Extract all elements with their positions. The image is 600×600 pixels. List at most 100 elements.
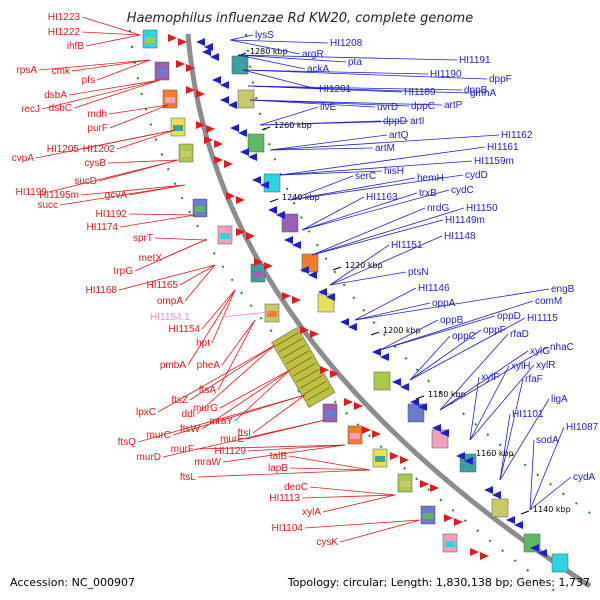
gene-label-rfad[interactable]: rfaD	[510, 329, 529, 340]
gene-label-hi1199[interactable]: HI1199	[15, 187, 47, 198]
gene-label-arti[interactable]: artI	[410, 116, 424, 127]
gene-label-ftsz[interactable]: ftsZ	[171, 395, 188, 406]
gene-label-ompa[interactable]: ompA	[157, 296, 183, 307]
gene-label-lyss[interactable]: lysS	[255, 30, 274, 41]
gene-label-talb[interactable]: talB	[270, 451, 288, 462]
gene-label-hi1148[interactable]: HI1148	[444, 231, 476, 242]
gene-label-gmha[interactable]: gmhA	[470, 88, 496, 99]
gene-label-murd[interactable]: murD	[137, 452, 161, 463]
gene-label-hi1101[interactable]: HI1101	[512, 409, 544, 420]
gene-label-cydc[interactable]: cydC	[451, 185, 474, 196]
gene-label-oppd[interactable]: oppD	[497, 311, 521, 322]
gene-label-hi1223[interactable]: HI1223	[48, 12, 81, 23]
gene-label-hi1154-1[interactable]: HI1154.1	[150, 312, 190, 323]
gene-label-pmba[interactable]: pmbA	[160, 360, 186, 371]
gene-label-murf[interactable]: murF	[171, 444, 194, 455]
gene-label-cysk[interactable]: cysK	[316, 537, 338, 548]
gene-label-hi1151[interactable]: HI1151	[391, 240, 423, 251]
gene-label-mdh[interactable]: mdh	[88, 109, 107, 120]
gene-label-hi1202[interactable]: HI1202	[83, 144, 116, 155]
gene-label-dppd[interactable]: dppD	[383, 116, 407, 127]
gene-label-hi1162[interactable]: HI1162	[501, 130, 533, 141]
gene-label-xylf[interactable]: xylF	[481, 372, 499, 383]
gene-label-ddl[interactable]: ddl	[182, 409, 195, 420]
gene-label-rfaf[interactable]: rfaF	[525, 374, 543, 385]
gene-label-hi1174[interactable]: HI1174	[86, 222, 118, 233]
gene-label-artq[interactable]: artQ	[389, 130, 409, 141]
gene-label-hi1189[interactable]: HI1189	[404, 87, 436, 98]
gene-label-ftsl[interactable]: ftsL	[180, 472, 197, 483]
gene-label-acka[interactable]: ackA	[307, 64, 330, 75]
gene-label-hish[interactable]: hisH	[384, 166, 404, 177]
gene-label-rpsa[interactable]: rpsA	[16, 65, 37, 76]
gene-label-sucd[interactable]: sucD	[74, 176, 97, 187]
gene-label-hi1222[interactable]: HI1222	[48, 27, 81, 38]
gene-label-oppc[interactable]: oppC	[452, 331, 476, 342]
gene-label-hi1087[interactable]: HI1087	[566, 422, 599, 433]
gene-label-hi1163[interactable]: HI1163	[366, 192, 398, 203]
gene-label-nrdg[interactable]: nrdG	[427, 203, 449, 214]
gene-label-phea[interactable]: pheA	[197, 360, 221, 371]
gene-label-oppa[interactable]: oppA	[432, 298, 456, 309]
gene-label-oppb[interactable]: oppB	[440, 315, 464, 326]
gene-label-ptsn[interactable]: ptsN	[408, 267, 429, 278]
gene-label-oppf[interactable]: oppF	[483, 325, 506, 336]
gene-label-ftsi[interactable]: ftsI	[238, 428, 251, 439]
gene-label-pta[interactable]: pta	[348, 57, 362, 68]
gene-label-ihfb[interactable]: ihfB	[67, 41, 85, 52]
gene-label-hi1205[interactable]: HI1205	[47, 144, 80, 155]
gene-label-dppf[interactable]: dppF	[489, 74, 512, 85]
gene-label-comm[interactable]: comM	[535, 296, 562, 307]
gene-label-trxb[interactable]: trxB	[419, 188, 437, 199]
gene-label-dsbc[interactable]: dsbC	[49, 103, 72, 114]
gene-label-hi1104[interactable]: HI1104	[271, 523, 303, 534]
gene-label-hi1165[interactable]: HI1165	[146, 280, 178, 291]
gene-label-murg[interactable]: murG	[193, 403, 218, 414]
gene-label-uvrd[interactable]: uvrD	[377, 102, 398, 113]
gene-label-hi1129[interactable]: HI1129	[214, 446, 246, 457]
gene-label-hpt[interactable]: hpt	[196, 338, 210, 349]
gene-label-hi1115[interactable]: HI1115	[527, 313, 558, 324]
gene-label-hi1168[interactable]: HI1168	[85, 285, 117, 296]
gene-label-hi1154[interactable]: HI1154	[168, 324, 200, 335]
gene-label-cmk[interactable]: cmk	[52, 66, 71, 77]
gene-label-hi1190[interactable]: HI1190	[430, 69, 462, 80]
gene-label-cysb[interactable]: cysB	[84, 158, 106, 169]
gene-label-xylg[interactable]: xylG	[530, 346, 550, 357]
gene-label-hi1191[interactable]: HI1191	[459, 55, 491, 66]
gene-label-hi1146[interactable]: HI1146	[418, 283, 450, 294]
gene-label-dsba[interactable]: dsbA	[44, 90, 67, 101]
gene-label-ilve[interactable]: ilvE	[320, 102, 336, 113]
gene-label-xylh[interactable]: xylH	[511, 361, 530, 372]
gene-label-nhac[interactable]: nhaC	[550, 342, 574, 353]
gene-label-hemh[interactable]: hemH	[417, 173, 444, 184]
gene-label-mraw[interactable]: mraW	[194, 457, 221, 468]
gene-label-ftsa[interactable]: ftsA	[199, 385, 217, 396]
gene-label-pfs[interactable]: pfs	[82, 75, 95, 86]
gene-label-cyda[interactable]: cydA	[573, 472, 596, 483]
gene-label-lapb[interactable]: lapB	[268, 463, 288, 474]
gene-label-trpg[interactable]: trpG	[114, 266, 134, 277]
gene-label-ftsw[interactable]: ftsW	[180, 424, 201, 435]
gene-label-purf[interactable]: purF	[87, 123, 108, 134]
gene-label-succ[interactable]: succ	[37, 200, 58, 211]
gene-label-artm[interactable]: artM	[375, 143, 395, 154]
gene-label-mray[interactable]: mraY	[209, 416, 233, 427]
gene-label-cvpa[interactable]: cvpA	[12, 153, 35, 164]
gene-label-lpxc[interactable]: lpxC	[136, 407, 156, 418]
gene-label-xyla[interactable]: xylA	[302, 507, 321, 518]
gene-label-soda[interactable]: sodA	[536, 435, 559, 446]
gene-label-hi1195m[interactable]: HI1195m	[39, 190, 79, 201]
gene-label-dppc[interactable]: dppC	[411, 101, 435, 112]
gene-label-hi1149m[interactable]: HI1149m	[445, 215, 485, 226]
gene-label-hi1150[interactable]: HI1150	[466, 203, 498, 214]
gene-label-engb[interactable]: engB	[551, 284, 575, 295]
gene-label-hi1113[interactable]: HI1113	[269, 493, 300, 504]
gene-label-cydd[interactable]: cydD	[465, 170, 488, 181]
gene-label-artp[interactable]: artP	[444, 100, 463, 111]
gene-label-hi1208[interactable]: HI1208	[330, 38, 363, 49]
gene-label-liga[interactable]: ligA	[551, 394, 568, 405]
gene-label-dppb[interactable]: dppB	[464, 85, 488, 96]
gene-label-gcva[interactable]: gcvA	[105, 190, 128, 201]
gene-label-sprt[interactable]: sprT	[133, 233, 153, 244]
